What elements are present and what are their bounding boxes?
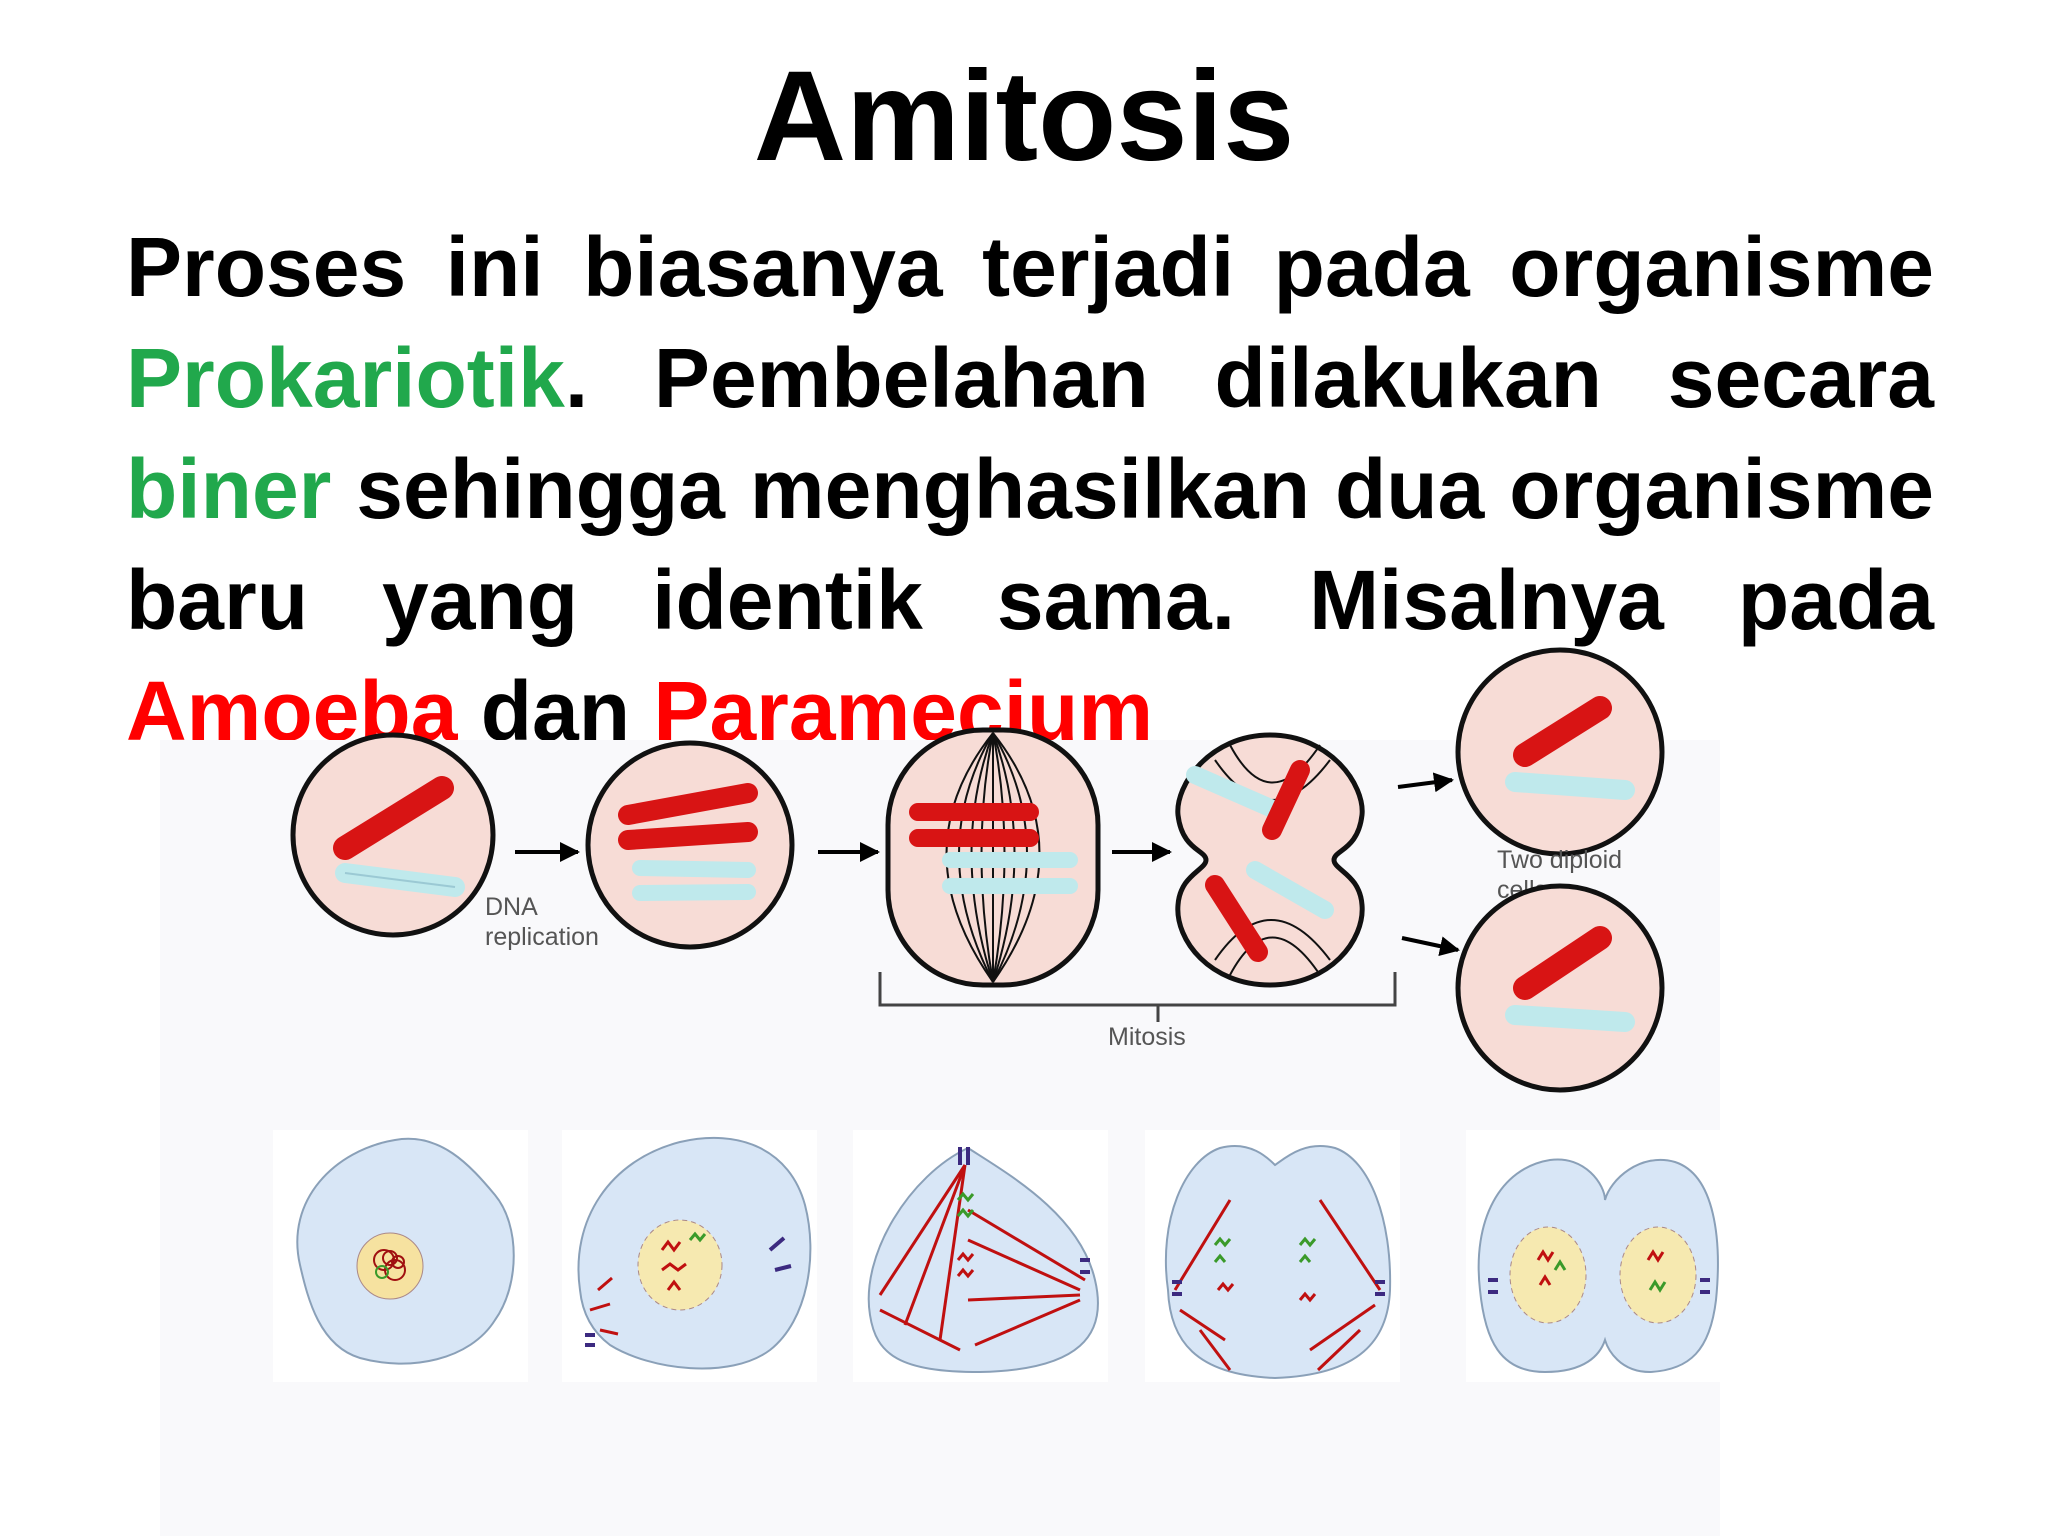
- chromosome-icon: [942, 852, 1078, 894]
- mitosis-photo-anaphase: [1145, 1130, 1400, 1382]
- mitosis-photo-prophase: [562, 1130, 817, 1382]
- chromosome-icon: [1513, 926, 1612, 1000]
- chromosome-icon: [1186, 766, 1284, 819]
- term-prokariotik: Prokariotik: [126, 331, 565, 425]
- chromosome-icon: [1246, 861, 1334, 919]
- chromosome-icon: [909, 803, 1039, 847]
- arrow-icon: [1401, 936, 1460, 957]
- mitosis-photo-telophase: [1466, 1130, 1724, 1382]
- parent-cell: [290, 732, 496, 938]
- label-mitosis: Mitosis: [1108, 1023, 1186, 1051]
- chromosome-icon: [1262, 760, 1310, 840]
- chromosome-icon: [1505, 1005, 1635, 1032]
- label-two-diploid: Two diploid: [1497, 846, 1622, 874]
- body-text-part: Proses ini biasanya terjadi pada organis…: [126, 220, 1934, 314]
- chromosome-icon: [618, 822, 758, 850]
- metaphase-cell: [885, 727, 1101, 988]
- chromosome-icon: [632, 884, 756, 901]
- mitosis-bracket: [878, 972, 1397, 1007]
- arrow-icon: [1397, 772, 1454, 793]
- slide-title: Amitosis: [753, 45, 1295, 188]
- daughter-cell-top: [1455, 647, 1665, 857]
- term-biner: biner: [126, 442, 332, 536]
- body-text-part: . Pembelahan dilakukan secara: [564, 331, 1934, 425]
- daughter-cell-bottom: [1455, 883, 1665, 1093]
- chromosome-icon: [618, 783, 758, 825]
- chromosome-icon: [333, 776, 454, 860]
- body-text-part: sehingga menghasilkan dua organisme baru…: [126, 442, 1934, 647]
- mitosis-photo-metaphase: [853, 1130, 1108, 1382]
- label-dna: DNA: [485, 893, 538, 921]
- replicated-cell: [585, 740, 795, 950]
- chromosome-icon: [1205, 875, 1268, 962]
- chromosome-icon: [1513, 696, 1612, 767]
- mitosis-photo-interphase: [273, 1130, 528, 1382]
- chromosome-icon: [632, 860, 756, 878]
- telophase-cell: [1175, 732, 1365, 988]
- label-replication: replication: [485, 923, 599, 951]
- chromosome-icon: [1505, 772, 1635, 800]
